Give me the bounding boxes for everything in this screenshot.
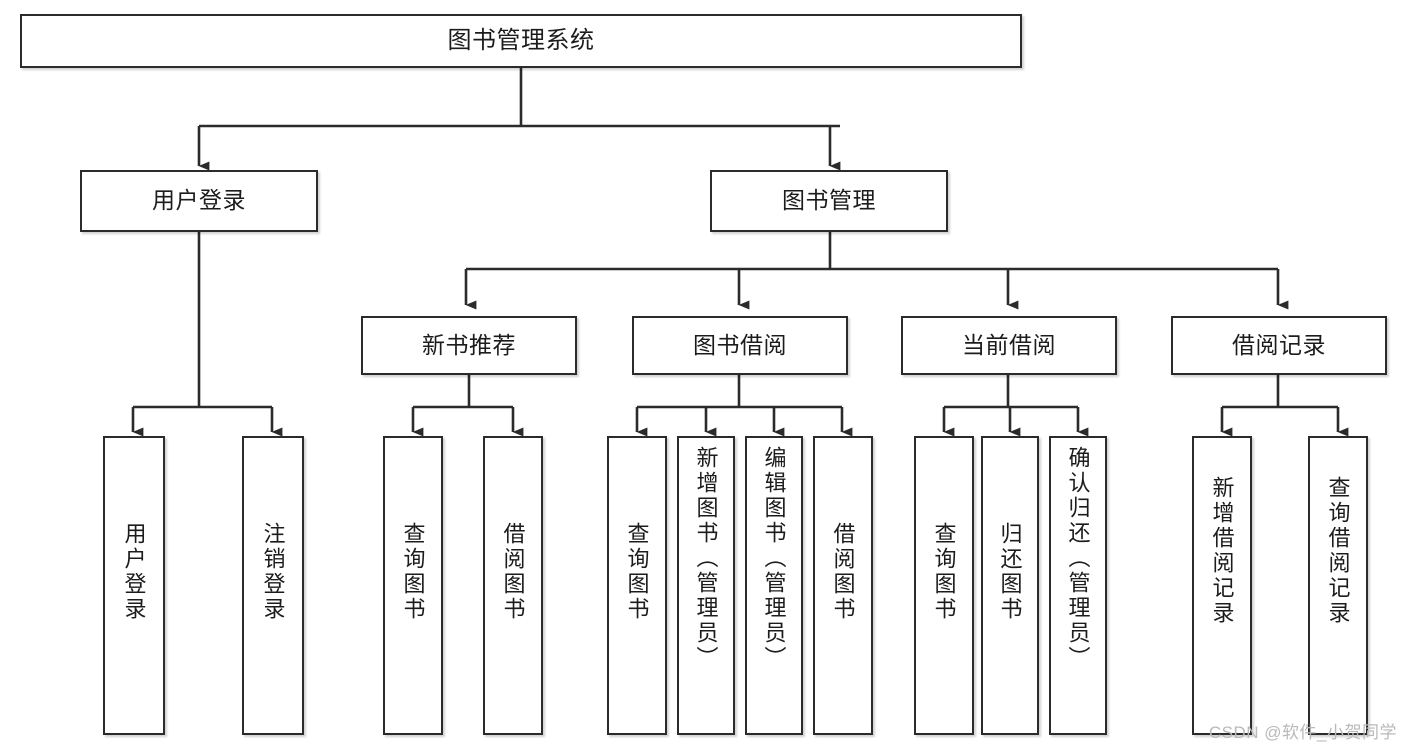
leaf-edit-book[interactable]: 编辑图书（管理员） (745, 436, 803, 735)
leaf-query-book-3[interactable]: 查询图书 (914, 436, 974, 735)
node-current-borrow[interactable]: 当前借阅 (901, 316, 1117, 375)
leaf-confirm-return[interactable]: 确认归还（管理员） (1049, 436, 1107, 735)
node-new-book-recommend[interactable]: 新书推荐 (361, 316, 577, 375)
leaf-borrow-book-2[interactable]: 借阅图书 (813, 436, 873, 735)
leaf-return-book-label: 归还图书 (997, 522, 1023, 622)
leaf-add-record-label: 新增借阅记录 (1209, 476, 1235, 626)
node-root[interactable]: 图书管理系统 (20, 14, 1022, 68)
node-user-login-label: 用户登录 (152, 187, 246, 214)
leaf-return-book[interactable]: 归还图书 (981, 436, 1039, 735)
node-book-management[interactable]: 图书管理 (710, 170, 948, 232)
leaf-query-book-2-label: 查询图书 (624, 522, 650, 622)
leaf-user-login-label: 用户登录 (121, 522, 147, 622)
node-root-label: 图书管理系统 (447, 26, 595, 54)
leaf-query-book-1[interactable]: 查询图书 (383, 436, 443, 735)
leaf-borrow-book-1-label: 借阅图书 (500, 522, 526, 622)
leaf-query-record-label: 查询借阅记录 (1325, 476, 1351, 626)
node-book-management-label: 图书管理 (782, 187, 876, 214)
leaf-edit-book-label: 编辑图书（管理员） (761, 446, 787, 671)
node-book-borrow-label: 图书借阅 (693, 331, 787, 358)
node-borrow-record[interactable]: 借阅记录 (1171, 316, 1387, 375)
leaf-borrow-book-1[interactable]: 借阅图书 (483, 436, 543, 735)
node-borrow-record-label: 借阅记录 (1232, 331, 1326, 358)
leaf-borrow-book-2-label: 借阅图书 (830, 522, 856, 622)
leaf-query-book-2[interactable]: 查询图书 (607, 436, 667, 735)
leaf-query-record[interactable]: 查询借阅记录 (1308, 436, 1368, 735)
node-current-borrow-label: 当前借阅 (962, 331, 1056, 358)
node-new-book-recommend-label: 新书推荐 (422, 331, 516, 358)
watermark: CSDN @软件_小贺同学 (1208, 723, 1397, 742)
leaf-query-book-3-label: 查询图书 (931, 522, 957, 622)
leaf-logout-login[interactable]: 注销登录 (242, 436, 304, 735)
leaf-user-login[interactable]: 用户登录 (103, 436, 165, 735)
leaf-add-record[interactable]: 新增借阅记录 (1192, 436, 1252, 735)
leaf-query-book-1-label: 查询图书 (400, 522, 426, 622)
leaf-add-book-label: 新增图书（管理员） (693, 446, 719, 671)
leaf-logout-login-label: 注销登录 (260, 522, 286, 622)
node-book-borrow[interactable]: 图书借阅 (632, 316, 848, 375)
leaf-add-book[interactable]: 新增图书（管理员） (677, 436, 735, 735)
leaf-confirm-return-label: 确认归还（管理员） (1065, 446, 1091, 671)
node-user-login[interactable]: 用户登录 (80, 170, 318, 232)
